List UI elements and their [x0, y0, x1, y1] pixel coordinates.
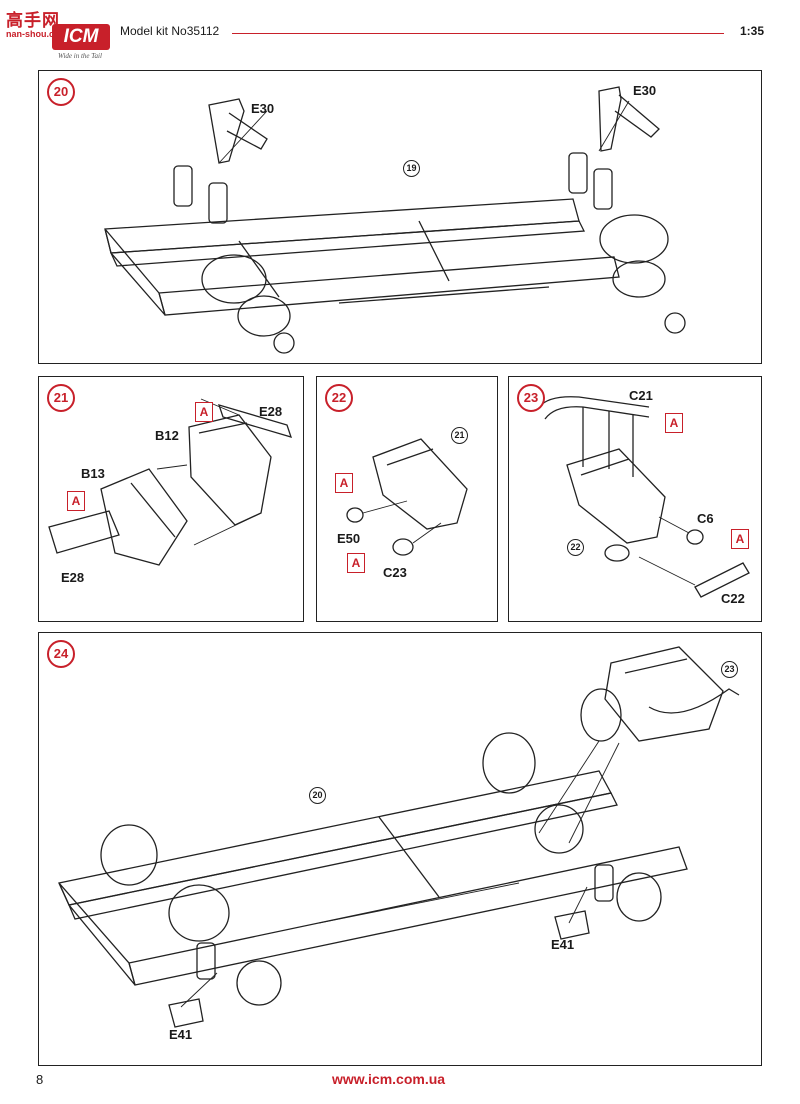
step-23-panel: 23 C21 A C6 A 22 C22	[508, 376, 762, 622]
part-c22: C22	[721, 591, 745, 606]
marker-a-top: A	[195, 402, 213, 422]
website-link[interactable]: www.icm.com.ua	[332, 1071, 446, 1087]
part-c6: C6	[697, 511, 714, 526]
part-e30-right: E30	[633, 83, 657, 98]
ref-step-19: 19	[403, 160, 420, 177]
part-b13: B13	[81, 466, 105, 481]
logo-watermark-url: nan-shou.com	[6, 29, 68, 39]
step-number-24: 24	[47, 640, 75, 668]
ref-step-22: 22	[567, 539, 584, 556]
part-e28-bottom: E28	[61, 570, 85, 585]
icm-logo: 高手网 nan-shou.com ICM Wide in the Tail	[6, 6, 110, 64]
step-number-21: 21	[47, 384, 75, 412]
marker-a-c23: A	[347, 553, 365, 573]
step-number-22: 22	[325, 384, 353, 412]
step-number-20: 20	[47, 78, 75, 106]
part-e50: E50	[337, 531, 361, 546]
chassis-rear-drawing	[104, 86, 686, 354]
part-e30-left: E30	[251, 101, 275, 116]
part-b12: B12	[155, 428, 179, 443]
part-e28-top: E28	[259, 404, 283, 419]
chassis-engine-install-drawing	[58, 646, 740, 1028]
engine-exhaust-drawing	[538, 396, 750, 598]
header-rule	[232, 33, 724, 34]
marker-a-c22: A	[731, 529, 749, 549]
ref-step-21: 21	[451, 427, 468, 444]
kit-number: Model kit No35112	[120, 24, 220, 38]
part-e41-left: E41	[169, 1027, 193, 1042]
step-21-panel: 21 A E28 B12 B13 A E28	[38, 376, 304, 622]
logo-tagline: Wide in the Tail	[58, 52, 102, 60]
ref-step-23: 23	[721, 661, 738, 678]
scale-label: 1:35	[740, 24, 765, 38]
page-number: 8	[36, 1072, 44, 1087]
engine-block-assembly-drawing	[48, 398, 293, 566]
part-c21: C21	[629, 388, 653, 403]
marker-a-e50: A	[335, 473, 353, 493]
marker-a-bottom: A	[67, 491, 85, 511]
ref-step-20: 20	[309, 787, 326, 804]
step-22-panel: 22 21 A E50 A C23	[316, 376, 498, 622]
step-24-panel: 24 20 23 E41 E41	[38, 632, 762, 1066]
marker-a-c21: A	[665, 413, 683, 433]
step-20-panel: 20 19 E30 E30	[38, 70, 762, 364]
part-e41-right: E41	[551, 937, 575, 952]
logo-brand: ICM	[52, 24, 110, 50]
step-number-23: 23	[517, 384, 545, 412]
logo-watermark-text: 高手网	[6, 11, 60, 31]
part-c23: C23	[383, 565, 407, 580]
engine-fittings-drawing	[346, 438, 468, 556]
